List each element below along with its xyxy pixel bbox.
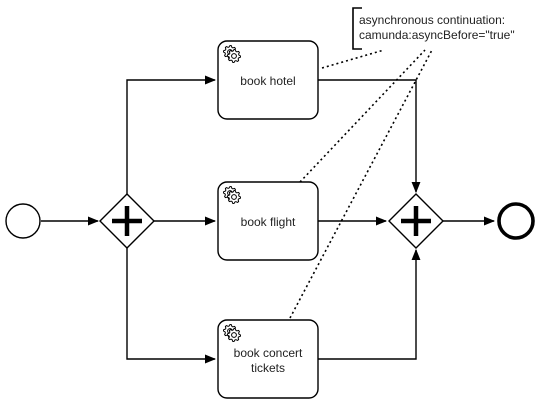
flow-split-to-hotel[interactable]	[126, 75, 217, 194]
association-to-flight[interactable]	[299, 49, 426, 183]
annotation-line-1: asynchronous continuation:	[359, 13, 505, 27]
association-to-hotel[interactable]	[321, 49, 385, 69]
task-label: book hotel	[240, 74, 295, 88]
association-to-concert[interactable]	[289, 49, 433, 319]
end-event[interactable]	[497, 202, 535, 240]
annotation-line-2: camunda:asyncBefore="true"	[359, 28, 515, 42]
annotation-bracket	[352, 7, 362, 50]
flow-split-to-concert[interactable]	[126, 248, 217, 364]
start-event[interactable]	[5, 203, 41, 239]
sequence-flows	[41, 75, 496, 364]
flow-concert-to-join[interactable]	[318, 248, 421, 360]
split-parallel-gateway[interactable]	[99, 193, 155, 249]
task-label: book flight	[241, 215, 296, 229]
gear-icon	[222, 185, 242, 205]
gear-icon	[222, 323, 242, 343]
task-label-line-2: tickets	[251, 361, 285, 375]
text-annotation[interactable]: asynchronous continuation: camunda:async…	[352, 7, 515, 50]
flow-hotel-to-join[interactable]	[318, 79, 421, 194]
gear-icon	[222, 44, 242, 64]
task-label-line-1: book concert	[234, 346, 303, 360]
task-book-concert-tickets[interactable]: book concert tickets	[217, 319, 319, 399]
task-book-hotel[interactable]: book hotel	[217, 40, 319, 120]
parallel-plus-icon	[401, 206, 431, 236]
join-parallel-gateway[interactable]	[388, 193, 444, 249]
parallel-plus-icon	[112, 206, 142, 236]
annotation-associations	[289, 49, 433, 319]
task-book-flight[interactable]: book flight	[217, 181, 319, 261]
